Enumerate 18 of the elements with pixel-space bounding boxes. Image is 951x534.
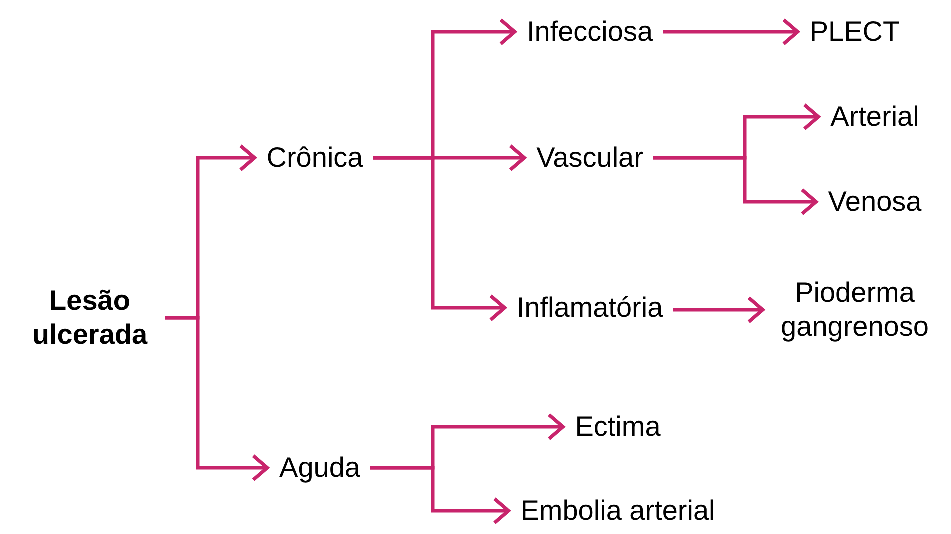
arrow (653, 156, 818, 216)
arrow (373, 156, 507, 322)
category-label: Vascular (536, 141, 644, 175)
category-label: Arterial (830, 100, 920, 134)
category-label: Ectima (575, 410, 661, 444)
category-label: Aguda (280, 451, 360, 485)
category-label: Inflamatória (516, 291, 664, 325)
category-label: Crônica (266, 141, 364, 175)
category-label: PLECT (810, 15, 900, 49)
arrow (663, 18, 800, 46)
category-label: Venosa (828, 185, 922, 219)
category-label: Infecciosa (526, 15, 654, 49)
category-label: Lesão ulcerada (25, 284, 155, 352)
arrow (673, 296, 765, 324)
arrow (370, 466, 510, 525)
category-label: Pioderma gangrenoso (775, 276, 935, 344)
arrow (165, 316, 270, 482)
category-label: Embolia arterial (520, 494, 716, 528)
